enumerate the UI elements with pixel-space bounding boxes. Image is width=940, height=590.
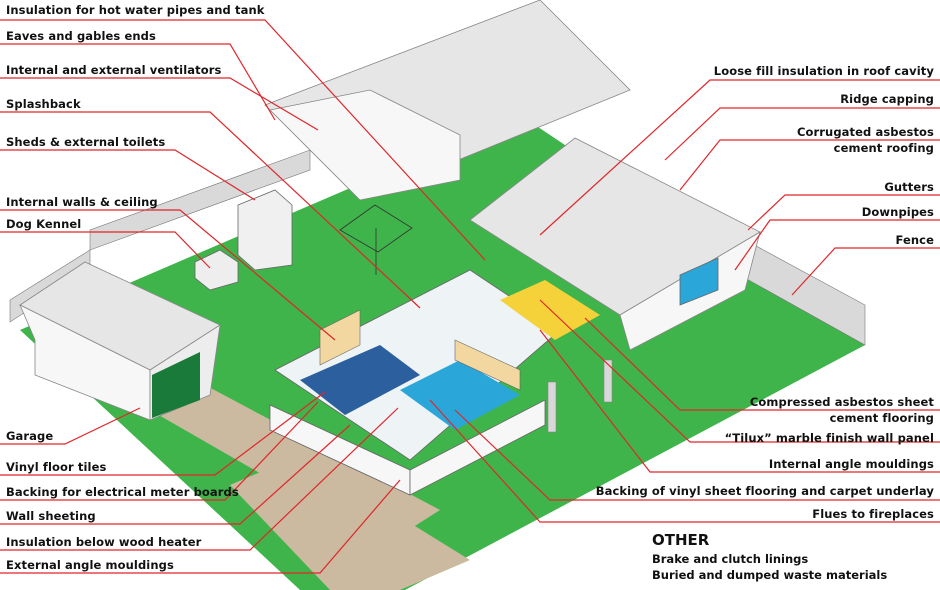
label-flues: Flues to fireplaces xyxy=(812,507,934,521)
rear-house-wall xyxy=(269,89,461,201)
label-fence: Fence xyxy=(895,233,934,247)
leader-lines-left xyxy=(0,19,486,574)
interior-wall xyxy=(454,339,521,391)
shed xyxy=(237,189,293,271)
garage-door xyxy=(152,352,200,418)
label-wall-sheeting: Wall sheeting xyxy=(6,509,96,523)
label-hot-water-insulation: Insulation for hot water pipes and tank xyxy=(6,3,265,17)
other-item-buried-waste: Buried and dumped waste materials xyxy=(652,568,888,582)
label-internal-mouldings: Internal angle mouldings xyxy=(768,457,934,471)
label-corrugated-roofing-1: Corrugated asbestos xyxy=(796,125,934,139)
label-vinyl-floor-tiles: Vinyl floor tiles xyxy=(6,460,107,474)
leader-lines-right xyxy=(429,79,940,523)
label-ventilators: Internal and external ventilators xyxy=(6,63,222,77)
front-path xyxy=(230,455,470,590)
label-internal-walls: Internal walls & ceiling xyxy=(6,195,158,209)
other-item-brake-linings: Brake and clutch linings xyxy=(652,552,809,566)
other-heading: OTHER xyxy=(652,531,710,549)
front-window xyxy=(679,257,719,306)
label-meter-boards: Backing for electrical meter boards xyxy=(6,485,239,499)
label-tilux-panel: “Tilux” marble finish wall panel xyxy=(724,431,934,445)
blue-carpet-floor xyxy=(400,360,520,430)
label-sheds-toilets: Sheds & external toilets xyxy=(6,135,166,149)
label-loose-fill-insulation: Loose fill insulation in roof cavity xyxy=(713,64,934,78)
label-corrugated-roofing-2: cement roofing xyxy=(833,141,934,155)
garage-wall xyxy=(19,304,151,421)
label-splashback: Splashback xyxy=(6,97,81,111)
label-compressed-sheet-2: cement flooring xyxy=(829,411,934,425)
vinyl-tile-floor xyxy=(300,345,420,415)
label-external-mouldings: External angle mouldings xyxy=(6,558,174,572)
front-cut-wall xyxy=(409,399,546,496)
flue-pipe xyxy=(603,359,613,403)
label-compressed-sheet-1: Compressed asbestos sheet xyxy=(749,395,934,409)
label-vinyl-backing: Backing of vinyl sheet flooring and carp… xyxy=(595,484,934,498)
label-downpipes: Downpipes xyxy=(861,205,934,219)
label-ridge-capping: Ridge capping xyxy=(840,92,934,106)
label-gutters: Gutters xyxy=(884,180,934,194)
label-garage: Garage xyxy=(6,429,54,443)
dog-kennel xyxy=(194,249,239,291)
label-dog-kennel: Dog Kennel xyxy=(6,217,82,231)
interior-wall xyxy=(319,309,361,366)
label-eaves-gables: Eaves and gables ends xyxy=(6,29,156,43)
label-wood-heater-insulation: Insulation below wood heater xyxy=(6,535,202,549)
flue-pipe xyxy=(547,381,557,433)
